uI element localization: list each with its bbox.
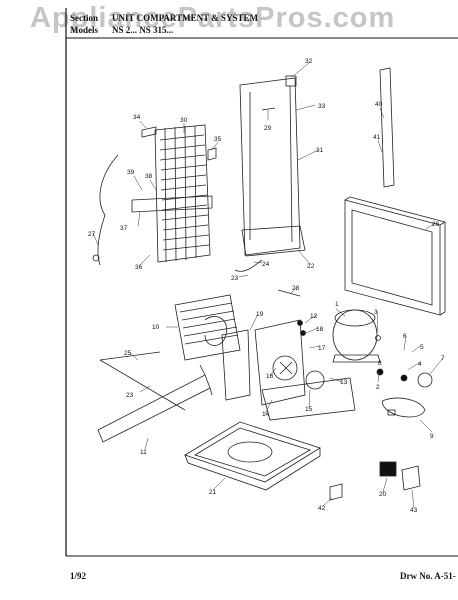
callout-23a: 23: [231, 275, 239, 282]
callout-25: 25: [124, 350, 132, 357]
nut: [300, 330, 306, 336]
overload-protector: [417, 372, 433, 388]
callout-40: 40: [375, 101, 383, 108]
models-value: NS 2... NS 315...: [112, 25, 174, 35]
callout-26: 26: [432, 221, 440, 228]
callout-21: 21: [209, 489, 217, 496]
callout-32: 32: [305, 58, 313, 65]
mounting-bracket: [285, 75, 297, 87]
callout-3: 3: [374, 309, 378, 316]
callout-24: 24: [262, 261, 270, 268]
base-plate: [261, 377, 356, 421]
callout-34: 34: [133, 114, 141, 121]
washer: [297, 320, 303, 326]
callout-7: 7: [441, 355, 445, 362]
divider-panel: [221, 329, 251, 401]
callout-15: 15: [305, 406, 313, 413]
callout-1: 1: [335, 301, 339, 308]
watermark: AppliancePartsPros.com: [30, 2, 396, 34]
callout-31: 31: [316, 147, 324, 154]
footer-date: 1/92: [70, 571, 87, 581]
condenser-coil: [131, 124, 213, 263]
callout-5: 5: [420, 344, 424, 351]
terminal: [376, 368, 384, 376]
callout-13: 13: [340, 379, 348, 386]
leader-lines: [92, 62, 444, 509]
grille-rod: [99, 351, 186, 411]
grommet-35: [207, 147, 217, 161]
callout-6: 6: [403, 333, 407, 340]
grommet: [400, 374, 408, 382]
fan-bracket: [254, 319, 306, 406]
start-relay: [379, 461, 397, 477]
callout-8: 8: [378, 360, 382, 367]
callout-4: 4: [418, 361, 422, 368]
tube-fitting: [92, 254, 100, 262]
callout-38: 38: [145, 173, 153, 180]
fan-shroud: [174, 294, 241, 361]
section-title: UNIT COMPARTMENT & SYSTEM: [112, 13, 258, 23]
fan-motor: [305, 370, 325, 390]
callout-11: 11: [140, 449, 147, 456]
tube-24: [234, 259, 263, 272]
rear-panel: [239, 77, 301, 256]
callout-14: 14: [262, 411, 270, 418]
footer-drawing-number: Drw No. A-51-: [400, 571, 456, 581]
callout-27: 27: [88, 231, 96, 238]
capillary-tube: [97, 154, 119, 266]
callout-41: 41: [373, 134, 381, 141]
clamp: [141, 126, 157, 138]
drain-tray: [241, 225, 306, 257]
callout-2: 2: [376, 384, 380, 391]
callout-29: 29: [264, 125, 272, 132]
callout-30: 30: [180, 117, 188, 124]
callout-17: 17: [318, 345, 326, 352]
callout-9: 9: [430, 433, 434, 440]
drain-pan: [184, 421, 321, 491]
callout-12: 12: [310, 313, 318, 320]
section-label: Section: [70, 13, 98, 23]
kick-plate: [97, 374, 211, 443]
mounting-clip: [329, 483, 343, 501]
callout-39: 39: [127, 169, 135, 176]
callout-20: 20: [379, 491, 387, 498]
insulation-strip: [379, 67, 395, 188]
callout-36: 36: [135, 264, 143, 271]
callout-33: 33: [318, 103, 326, 110]
callout-19: 19: [256, 311, 264, 318]
compressor: [332, 309, 381, 363]
tube-28: [277, 289, 301, 297]
callout-16: 16: [266, 373, 274, 380]
callout-23b: 23: [126, 392, 134, 399]
callout-35: 35: [214, 136, 222, 143]
screw: [375, 335, 381, 341]
callout-37: 37: [120, 225, 128, 232]
callout-18: 18: [316, 326, 324, 333]
callout-labels: 1 2 3 4 5 6 7 8 9 10 11 12 13 14 15 16 1…: [88, 58, 445, 514]
callout-28: 28: [292, 285, 300, 292]
wiring-harness: [381, 397, 426, 418]
models-label: Models: [70, 25, 98, 35]
callout-10: 10: [152, 324, 160, 331]
callout-22: 22: [307, 263, 315, 270]
relay-bracket: [401, 465, 421, 491]
callout-43: 43: [410, 507, 418, 514]
side-panel: [344, 196, 447, 316]
callout-42: 42: [318, 505, 326, 512]
